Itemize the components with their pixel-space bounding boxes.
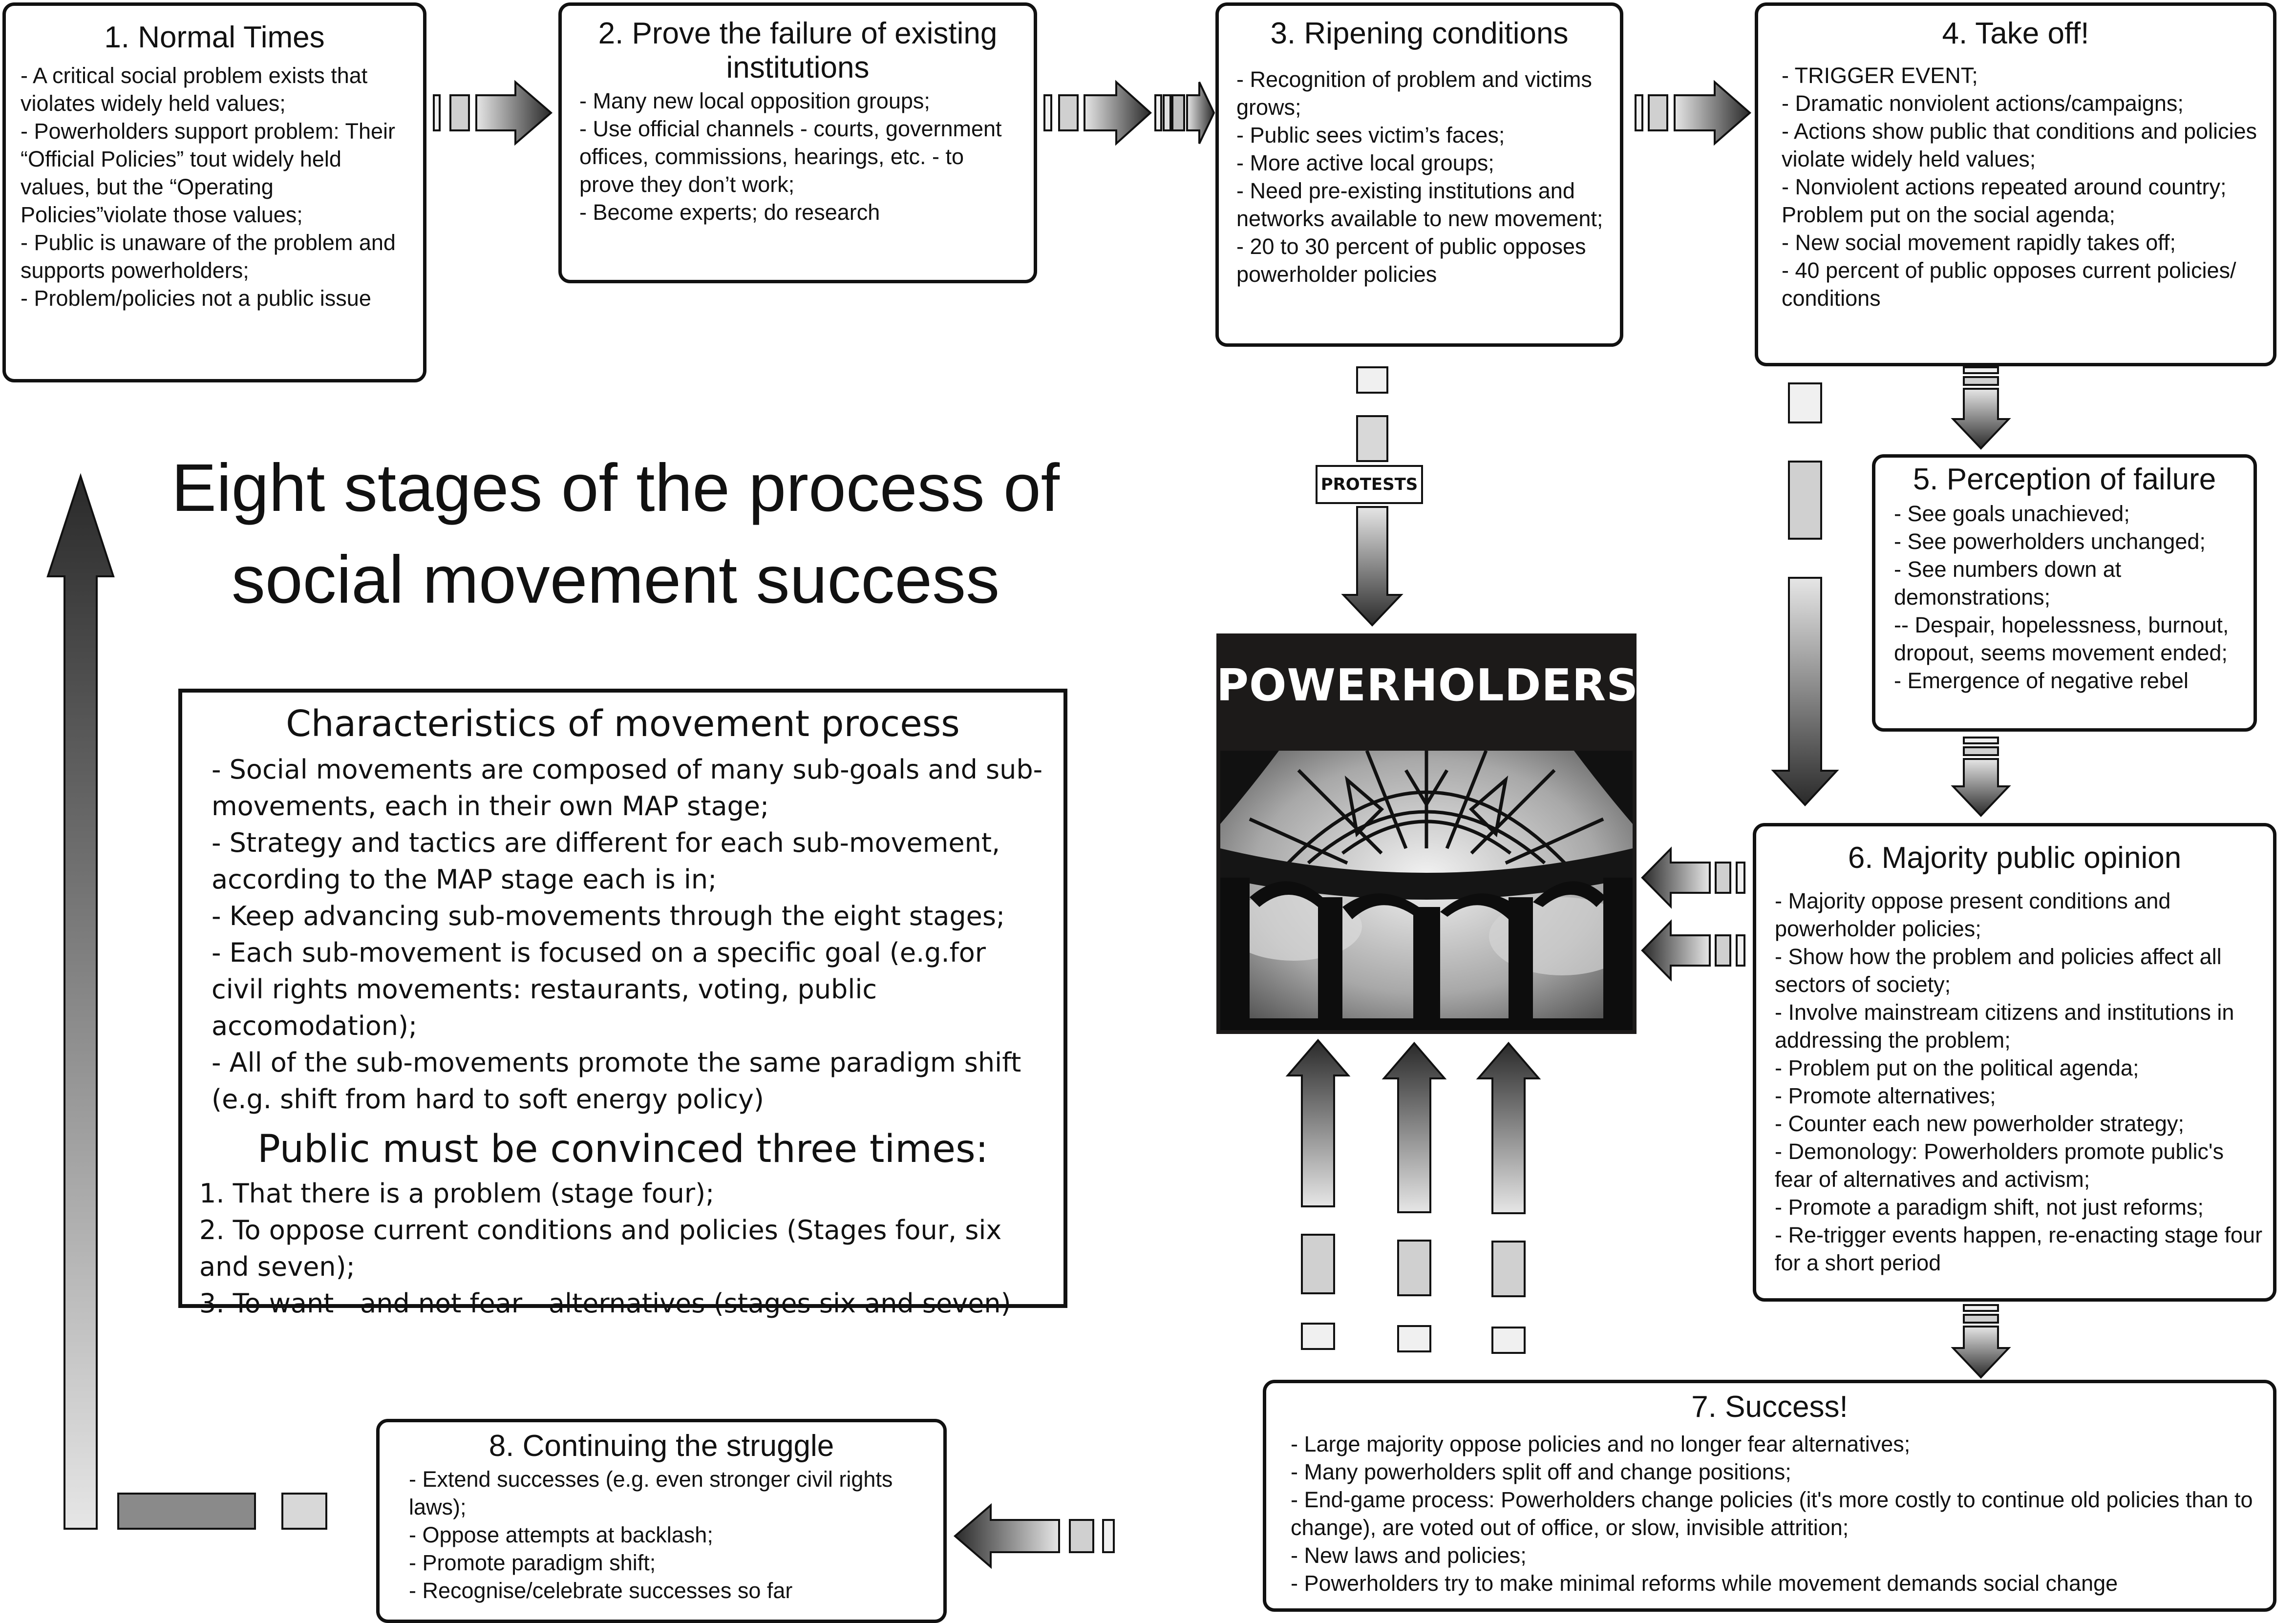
stage-3-line: - Public sees victim’s faces; (1236, 123, 1505, 148)
stage-4-line: - Nonviolent actions repeated around cou… (1782, 174, 2227, 227)
arrow-stage7-to-powerholders-left (1285, 1038, 1351, 1350)
stage-5-line: - See goals unachieved; (1894, 501, 2130, 526)
stage-2-line: - Become experts; do research (579, 200, 880, 225)
characteristics-line: - All of the sub-movements promote the s… (212, 1047, 1021, 1115)
stage-5-line: - Emergence of negative rebel (1894, 668, 2189, 693)
stage-1-line: - A critical social problem exists that … (21, 63, 368, 116)
stage-1-line: - Public is unaware of the problem and s… (21, 230, 396, 283)
stage-7-line: - New laws and policies; (1291, 1543, 1527, 1568)
stage-4-line: - Actions show public that conditions an… (1782, 119, 2257, 171)
convinced-line: 3. To want - and not fear - alternatives… (199, 1288, 1011, 1319)
stage-6-line: - Counter each new powerholder strategy; (1775, 1111, 2184, 1136)
characteristics-box: Characteristics of movement process - So… (178, 689, 1067, 1319)
arrow-stage4-to-stage6 (1771, 382, 1839, 806)
stage-8-line: - Oppose attempts at backlash; (409, 1522, 713, 1547)
stage-2-title: 2. Prove the failure of existing institu… (598, 17, 998, 84)
stage-4-title: 4. Take off! (1942, 17, 2089, 50)
characteristics-line: - Social movements are composed of many … (212, 754, 1043, 822)
stage-6-line: - Show how the problem and policies affe… (1775, 944, 2222, 997)
stage-1-title: 1. Normal Times (104, 21, 325, 54)
characteristics-line: - Keep advancing sub-movements through t… (212, 901, 1005, 931)
stage-1-line: - Powerholders support problem: Their “O… (21, 119, 396, 227)
page-title: Eight stages of the process of social mo… (171, 450, 1060, 617)
characteristics-line: - Strategy and tactics are different for… (212, 827, 1000, 895)
stage-4-line: - TRIGGER EVENT; (1782, 63, 1978, 88)
arrow-stage3-to-stage4 (1635, 80, 1752, 146)
stage-2-line: - Use official channels - courts, govern… (579, 116, 1002, 197)
arrow-stage4-to-stage5 (1951, 366, 2011, 450)
stage-5-line: - See powerholders unchanged; (1894, 529, 2206, 554)
stage-7-line: - End-game process: Powerholders change … (1291, 1487, 2253, 1540)
stage-5-title: 5. Perception of failure (1913, 463, 2216, 496)
arrow-stage1-to-stage2 (433, 80, 553, 146)
stage-5-line: -- Despair, hopelessness, burnout, dropo… (1894, 612, 2229, 665)
powerholders-panel: POWERHOLDERS (1216, 633, 1637, 1034)
arrow-stage7-to-stage8 (953, 1503, 1115, 1569)
stage-6-line: - Involve mainstream citizens and instit… (1775, 1000, 2234, 1053)
stage-7-line: - Large majority oppose policies and no … (1291, 1432, 1911, 1456)
stage-7-title: 7. Success! (1691, 1390, 1848, 1424)
stage-8-line: - Extend successes (e.g. even stronger c… (409, 1467, 893, 1519)
stage-6-line: - Demonology: Powerholders promote publi… (1775, 1139, 2224, 1192)
stage-7-box: 7. Success! - Large majority oppose poli… (1263, 1380, 2276, 1612)
powerholders-label: POWERHOLDERS (1216, 660, 1637, 711)
stage-3-title: 3. Ripening conditions (1270, 17, 1569, 50)
stage-3-line: - Need pre-existing institutions and net… (1236, 178, 1603, 231)
stage-8-title: 8. Continuing the struggle (489, 1429, 834, 1463)
arrow-stage7-to-powerholders-right (1476, 1041, 1541, 1354)
stage-6-line: - Promote a paradigm shift, not just ref… (1775, 1195, 2204, 1220)
stage-2-line: - Many new local opposition groups; (579, 88, 930, 113)
stage-3-box: 3. Ripening conditions - Recognition of … (1215, 2, 1623, 347)
stage-6-line: - Re-trigger events happen, re-enacting … (1775, 1223, 2263, 1275)
stage-7-line: - Many powerholders split off and change… (1291, 1459, 1791, 1484)
stage-8-line: - Promote paradigm shift; (409, 1550, 656, 1575)
convinced-line: 2. To oppose current conditions and poli… (199, 1215, 1002, 1282)
stage-4-line: - New social movement rapidly takes off; (1782, 230, 2176, 255)
arrow-stage5-to-stage6 (1951, 737, 2011, 817)
dome-photo (1220, 751, 1633, 1030)
arrow-stage3-protests (1341, 366, 1403, 627)
stage-1-line: - Problem/policies not a public issue (21, 286, 371, 311)
stage-2-box: 2. Prove the failure of existing institu… (558, 2, 1037, 283)
characteristics-line: - Each sub-movement is focused on a spec… (212, 937, 986, 1041)
stage-6-line: - Problem put on the political agenda; (1775, 1055, 2139, 1080)
stage-6-box: 6. Majority public opinion - Majority op… (1753, 823, 2276, 1302)
characteristics-title: Characteristics of movement process (286, 703, 960, 745)
arrow-stage7-to-powerholders-middle (1382, 1041, 1447, 1352)
stage-4-line: - 40 percent of public opposes current p… (1782, 258, 2236, 311)
stage-5-line: - See numbers down at demonstrations; (1894, 557, 2122, 610)
stage-6-line: - Promote alternatives; (1775, 1083, 1996, 1108)
stage-3-line: - 20 to 30 percent of public opposes pow… (1236, 234, 1586, 287)
stage-8-line: - Recognise/celebrate successes so far (409, 1578, 793, 1603)
convinced-title: Public must be convinced three times: (257, 1127, 989, 1171)
stage-1-box: 1. Normal Times - A critical social prob… (2, 2, 426, 382)
arrow-stage2-to-stage3 (1043, 80, 1215, 146)
stage-3-line: - Recognition of problem and victims gro… (1236, 67, 1592, 120)
stage-5-box: 5. Perception of failure - See goals una… (1872, 454, 2257, 732)
stage-3-line: - More active local groups; (1236, 150, 1494, 175)
arrow-stage8-to-stage1 (46, 473, 327, 1530)
stage-4-line: - Dramatic nonviolent actions/campaigns; (1782, 91, 2184, 116)
stage-6-line: - Majority oppose present conditions and… (1775, 888, 2171, 941)
stage-4-box: 4. Take off! - TRIGGER EVENT; - Dramatic… (1755, 2, 2276, 366)
protests-label: PROTESTS (1316, 465, 1423, 504)
arrow-stage6-to-powerholders-lower (1641, 919, 1745, 982)
stage-8-box: 8. Continuing the struggle - Extend succ… (376, 1419, 947, 1623)
stage-7-line: - Powerholders try to make minimal refor… (1291, 1571, 2118, 1596)
stage-6-title: 6. Majority public opinion (1848, 841, 2182, 875)
arrow-stage6-to-powerholders-upper (1641, 846, 1745, 909)
arrow-stage6-to-stage7 (1951, 1304, 2011, 1379)
convinced-line: 1. That there is a problem (stage four); (199, 1178, 715, 1209)
